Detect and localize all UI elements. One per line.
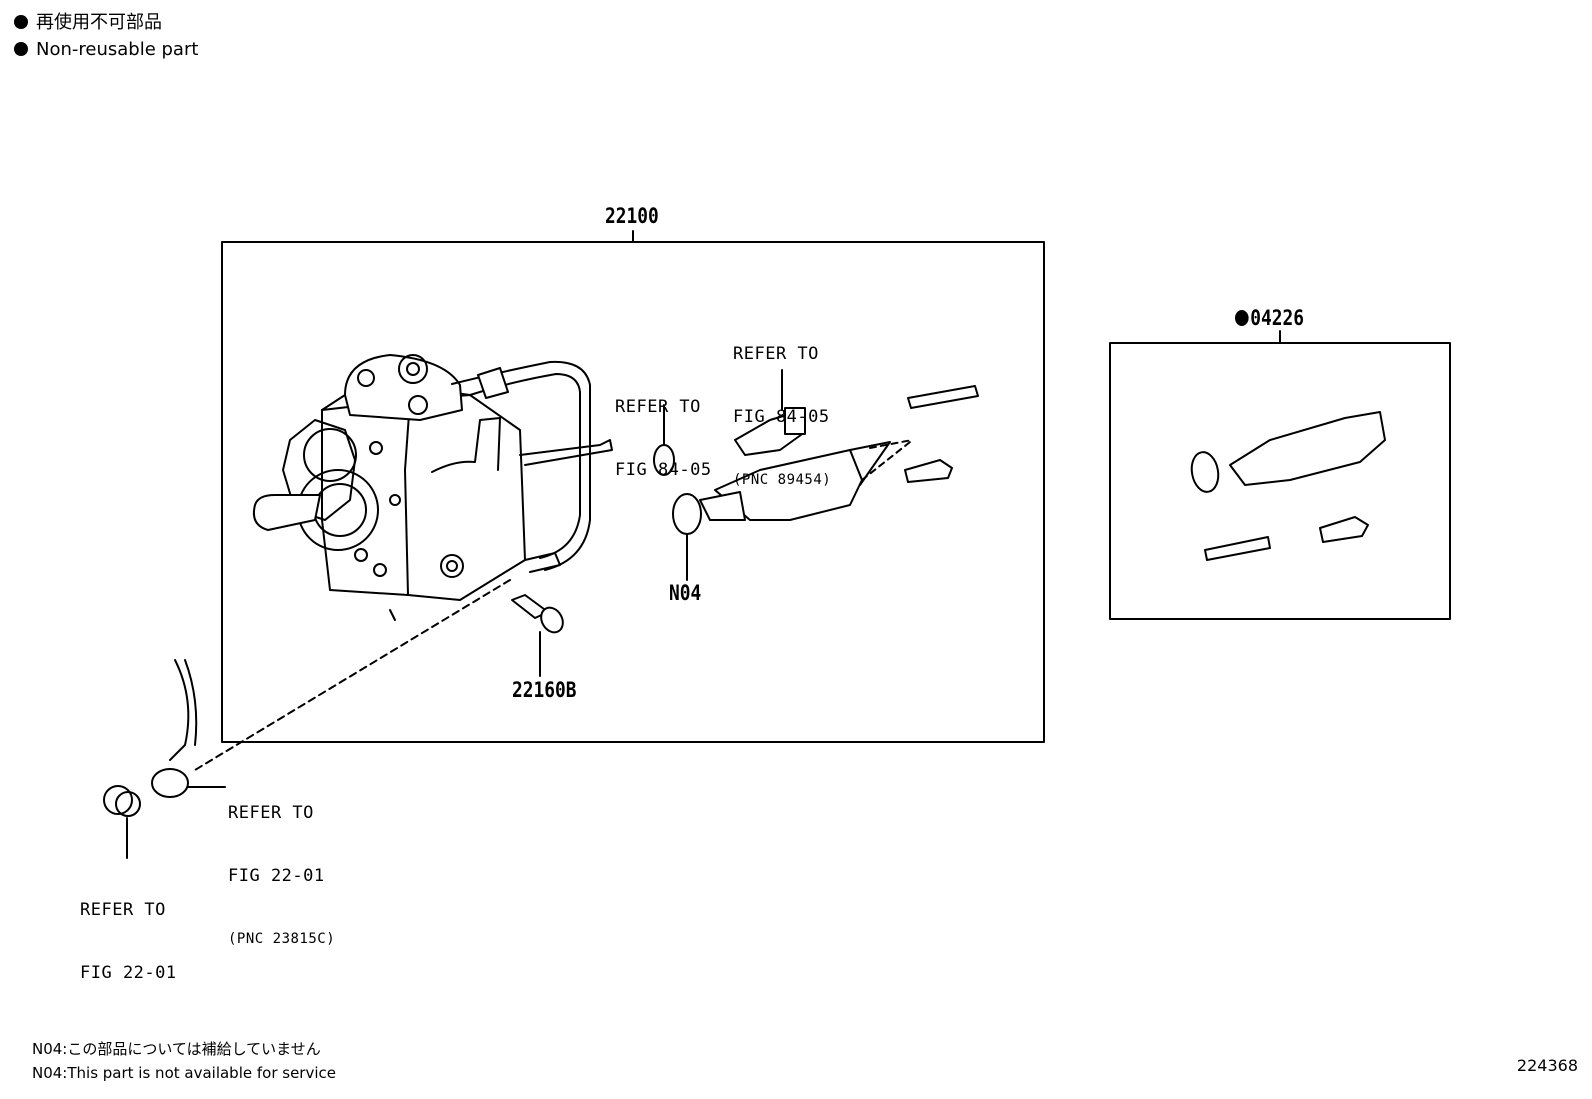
part-number-04226[interactable]: 04226 <box>1235 306 1304 330</box>
ref-line: (PNC 23815C) <box>228 931 336 947</box>
ref-line: REFER TO <box>228 803 314 823</box>
ref-line: FIG 22-01 <box>228 866 325 886</box>
ref-label-fig-22-01[interactable]: REFER TO FIG 22-01 <box>80 858 177 1005</box>
fuel-pump-illustration <box>252 354 613 621</box>
ref-label-fig-84-05[interactable]: REFER TO FIG 84-05 <box>615 355 712 502</box>
ref-line: REFER TO <box>733 344 819 364</box>
part-number-04226-label: 04226 <box>1250 306 1305 330</box>
legend-jp: 再使用不可部品 <box>14 12 162 34</box>
wire-harness <box>103 659 226 859</box>
legend-en: Non-reusable part <box>14 39 198 61</box>
pin-and-screw <box>904 385 979 483</box>
ref-line: REFER TO <box>80 900 166 920</box>
legend-en-text: Non-reusable part <box>36 39 199 60</box>
kit-contents <box>1190 411 1386 561</box>
ref-label-pnc-89454[interactable]: REFER TO FIG 84-05 (PNC 89454) <box>733 302 831 512</box>
legend-jp-text: 再使用不可部品 <box>36 12 162 33</box>
non-reusable-dot-icon <box>14 42 28 56</box>
ref-line: FIG 84-05 <box>733 407 830 427</box>
footnote-jp: N04:この部品については補給していません <box>32 1040 321 1058</box>
non-reusable-dot-icon <box>14 15 28 29</box>
ref-line: (PNC 89454) <box>733 472 832 488</box>
footnote-en: N04:This part is not available for servi… <box>32 1064 336 1082</box>
suction-control-valve <box>699 439 913 521</box>
bolt-22160b <box>511 594 564 677</box>
part-number-22100[interactable]: 22100 <box>605 204 659 228</box>
ref-line: FIG 84-05 <box>615 460 712 480</box>
ref-line: FIG 22-01 <box>80 963 177 983</box>
part-number-n04[interactable]: N04 <box>669 581 702 605</box>
ref-label-pnc-23815c[interactable]: REFER TO FIG 22-01 (PNC 23815C) <box>228 761 335 971</box>
part-number-22160b[interactable]: 22160B <box>512 678 577 702</box>
figure-number: 224368 <box>1516 1056 1578 1075</box>
ref-line: REFER TO <box>615 397 701 417</box>
pressure-sensor <box>734 369 806 456</box>
non-reusable-dot-icon <box>1235 310 1249 326</box>
